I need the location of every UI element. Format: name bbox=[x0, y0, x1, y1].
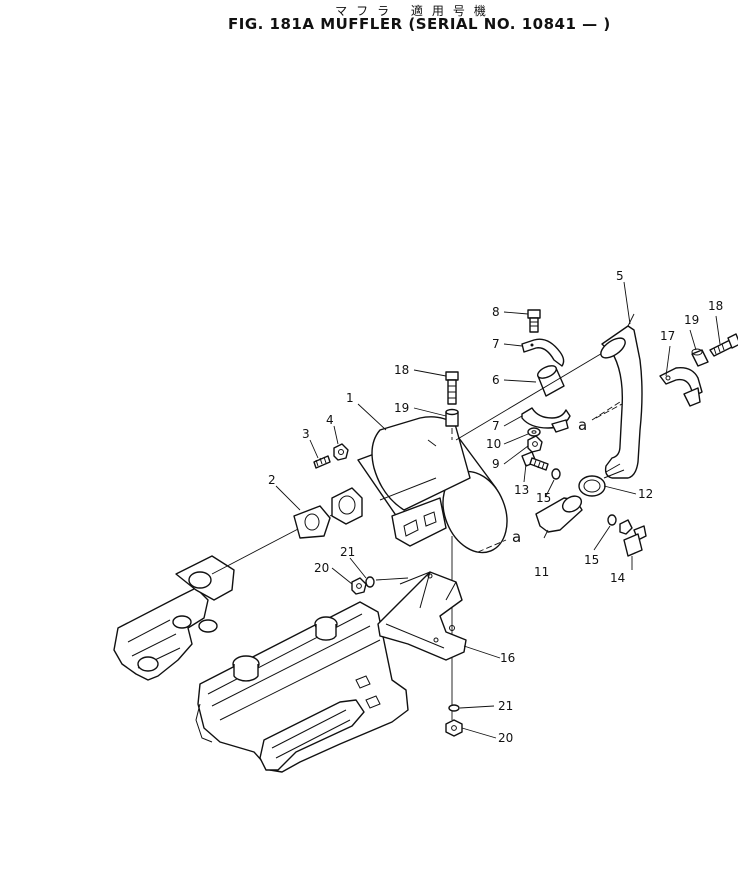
callout-4: 4 bbox=[326, 413, 334, 427]
callout-labels: 1 2 3 4 5 6 7 7 8 9 10 11 12 13 14 15 15… bbox=[268, 269, 723, 745]
bolt-part-13 bbox=[521, 451, 549, 471]
reference-label-a-mid: a bbox=[512, 528, 521, 546]
japanese-title: マフラ 適用号機 bbox=[335, 4, 495, 18]
reference-label-a-top: a bbox=[578, 416, 587, 434]
spacer-part-19-muffler bbox=[445, 408, 459, 427]
washer-part-15-upper bbox=[551, 468, 561, 480]
nut-part-20-left bbox=[351, 577, 367, 595]
callout-10: 10 bbox=[486, 437, 501, 451]
callout-19-support: 19 bbox=[684, 313, 699, 327]
engine-block bbox=[113, 555, 409, 773]
callout-17: 17 bbox=[660, 329, 675, 343]
bracket-part-16 bbox=[377, 571, 467, 661]
callout-15-lower: 15 bbox=[584, 553, 599, 567]
callout-18-support: 18 bbox=[708, 299, 723, 313]
bolt-part-18-support bbox=[709, 333, 738, 357]
reference-arrow-a-top bbox=[595, 403, 623, 419]
clamp-part-7-lower bbox=[521, 407, 571, 433]
gasket-part-2 bbox=[293, 505, 331, 539]
nut-part-4 bbox=[333, 443, 349, 461]
reference-arrow-a-mid bbox=[477, 539, 507, 553]
washer-part-15-lower bbox=[607, 514, 617, 526]
washer-part-21-bottom bbox=[448, 704, 460, 712]
nut-part-14 bbox=[619, 519, 647, 557]
callout-21-left: 21 bbox=[340, 545, 355, 559]
callout-13: 13 bbox=[514, 483, 529, 497]
callout-20-bottom: 20 bbox=[498, 731, 513, 745]
callout-9: 9 bbox=[492, 457, 500, 471]
callout-16: 16 bbox=[500, 651, 515, 665]
bolt-part-18-muffler bbox=[445, 371, 459, 405]
callout-7-lower: 7 bbox=[492, 419, 500, 433]
tail-pipe-part-5 bbox=[600, 313, 643, 479]
nut-part-20-bottom bbox=[445, 719, 463, 737]
callout-5: 5 bbox=[616, 269, 624, 283]
leader-lines bbox=[275, 281, 721, 739]
clamp-ring-part-12 bbox=[578, 475, 606, 497]
callout-3: 3 bbox=[302, 427, 310, 441]
stud-part-3 bbox=[313, 455, 331, 469]
callout-14: 14 bbox=[610, 571, 625, 585]
callout-1: 1 bbox=[346, 391, 354, 405]
callout-6: 6 bbox=[492, 373, 500, 387]
callout-18-muffler: 18 bbox=[394, 363, 409, 377]
clamp-part-7-upper bbox=[521, 338, 565, 367]
nut-part-9 bbox=[527, 435, 543, 453]
callout-15-upper: 15 bbox=[536, 491, 551, 505]
figure-title: FIG. 181A MUFFLER (SERIAL NO. 10841 — ) bbox=[228, 15, 611, 33]
callout-11: 11 bbox=[534, 565, 549, 579]
callout-7-upper: 7 bbox=[492, 337, 500, 351]
support-part-17 bbox=[659, 367, 703, 407]
bolt-part-8 bbox=[527, 309, 541, 333]
callout-21-bottom: 21 bbox=[498, 699, 513, 713]
callout-2: 2 bbox=[268, 473, 276, 487]
callout-20-left: 20 bbox=[314, 561, 329, 575]
callout-8: 8 bbox=[492, 305, 500, 319]
sleeve-part-6 bbox=[536, 365, 565, 397]
callout-12: 12 bbox=[638, 487, 653, 501]
washer-part-10 bbox=[527, 427, 541, 437]
washer-part-21-left bbox=[365, 576, 375, 588]
spacer-part-19-support bbox=[691, 348, 709, 367]
outlet-pipe-part-11 bbox=[535, 495, 583, 533]
muffler-part-1 bbox=[331, 416, 508, 554]
callout-19-muffler: 19 bbox=[394, 401, 409, 415]
